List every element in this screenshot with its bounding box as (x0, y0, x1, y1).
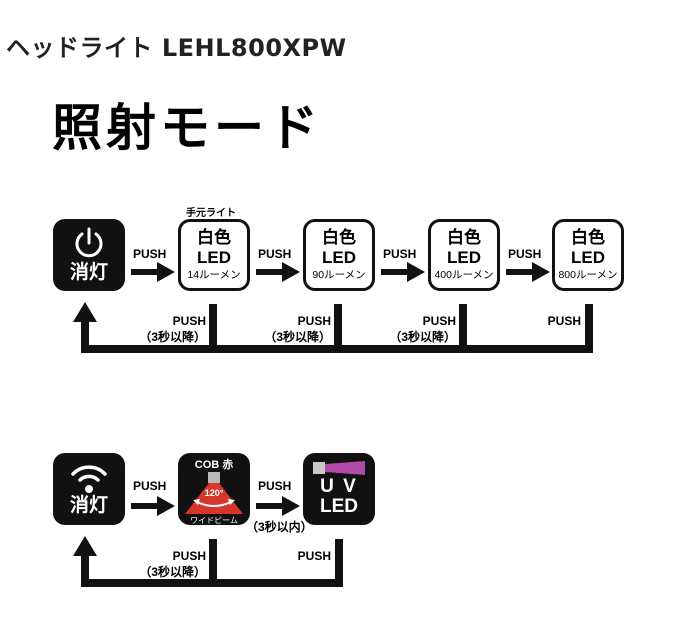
push-label: PUSH (383, 247, 417, 261)
power-icon (75, 227, 103, 258)
return-label: PUSH (505, 314, 581, 328)
uv-led-mode-box: U V LED (303, 453, 375, 525)
sensor-wave-icon (71, 465, 107, 493)
off-mode-box-sensor: 消灯 (53, 453, 125, 525)
arrow-right-icon (131, 262, 175, 282)
uv-label: U V (320, 476, 358, 497)
arrow-up-icon (73, 302, 97, 322)
push-label: PUSH (258, 479, 292, 493)
push-label: PUSH (172, 549, 206, 563)
mode-type: LED (322, 248, 356, 267)
mode-lumens: 14ルーメン (187, 269, 241, 281)
push-label: PUSH (133, 247, 167, 261)
return-line (334, 304, 342, 353)
push-label: PUSH (508, 247, 542, 261)
arrow-right-icon (256, 496, 300, 516)
mode-type: LED (197, 248, 231, 267)
beam-caption: ワイドビーム (190, 516, 238, 524)
push-label: PUSH (297, 314, 331, 328)
push-label: PUSH (422, 314, 456, 328)
mode-box-400lm: 白色 LED 400ルーメン (428, 219, 500, 291)
condition-label: （3秒以降） (139, 565, 206, 579)
cob-red-mode-box: COB 赤 120° ワイドビーム (178, 453, 250, 525)
return-line (209, 304, 217, 353)
mode-type: LED (447, 248, 481, 267)
arrow-right-icon (381, 262, 425, 282)
return-line (209, 539, 217, 587)
push-label: PUSH (547, 314, 581, 328)
mode-color: 白色 (571, 228, 605, 248)
return-line (81, 552, 89, 587)
return-line (81, 318, 89, 353)
push-label: PUSH (133, 479, 167, 493)
mode-lumens: 800ルーメン (558, 269, 618, 281)
return-label: PUSH （3秒以降） (130, 549, 206, 580)
arrow-right-icon (506, 262, 550, 282)
mode-top-label: 手元ライト (186, 208, 236, 219)
arrow-right-icon (131, 496, 175, 516)
condition-label: （3秒以降） (264, 330, 331, 344)
arrow-up-icon (73, 536, 97, 556)
push-label: PUSH (297, 549, 331, 563)
condition-label: （3秒以内） (246, 520, 313, 534)
return-line (459, 304, 467, 353)
mode-box-90lm: 白色 LED 90ルーメン (303, 219, 375, 291)
mode-box-800lm: 白色 LED 800ルーメン (552, 219, 624, 291)
return-label: PUSH （3秒以降） (380, 314, 456, 345)
mode-color: 白色 (322, 228, 356, 248)
return-line (585, 304, 593, 353)
return-label: PUSH （3秒以降） (130, 314, 206, 345)
mode-lumens: 90ルーメン (312, 269, 366, 281)
mode-color: 白色 (197, 228, 231, 248)
mode-color: 白色 (447, 228, 481, 248)
mode-type: LED (571, 248, 605, 267)
arrow-right-icon (256, 262, 300, 282)
off-mode-box: 消灯 (53, 219, 125, 291)
cob-title: COB 赤 (194, 459, 234, 471)
led-label: LED (320, 496, 358, 517)
mode-lumens: 400ルーメン (434, 269, 494, 281)
mode-box-14lm: 白色 LED 14ルーメン (178, 219, 250, 291)
off-label: 消灯 (69, 261, 108, 283)
push-label: PUSH (258, 247, 292, 261)
condition-label: （3秒以降） (139, 330, 206, 344)
uv-beam-icon (313, 461, 365, 475)
section-heading: 照射モード (52, 99, 322, 157)
off-label: 消灯 (69, 494, 108, 516)
condition-label: （3秒以降） (389, 330, 456, 344)
beam-angle: 120° (205, 488, 224, 498)
return-line (335, 539, 343, 587)
wide-beam-icon: 120° ワイドビーム (185, 472, 243, 524)
return-label: PUSH （3秒以降） (255, 314, 331, 345)
page-title: ヘッドライト LEHL800XPW (6, 34, 347, 62)
push-label: PUSH (172, 314, 206, 328)
return-label: PUSH (255, 549, 331, 563)
